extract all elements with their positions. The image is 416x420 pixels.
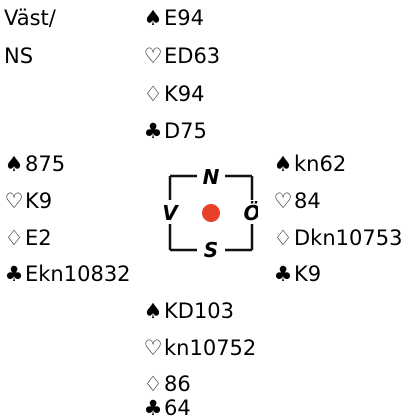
west-spades: ♠875 — [4, 152, 66, 176]
north-hearts: ♡ED63 — [143, 44, 221, 68]
north-clubs-cards: D75 — [164, 119, 207, 143]
heart-icon: ♡ — [273, 189, 293, 213]
diamond-icon: ♢ — [143, 82, 163, 106]
club-icon: ♣ — [4, 262, 24, 286]
east-spades: ♠kn62 — [273, 152, 347, 176]
east-diamonds-cards: Dkn10753 — [294, 226, 403, 250]
spade-icon: ♠ — [143, 6, 163, 30]
west-clubs-cards: Ekn10832 — [25, 262, 131, 286]
south-hearts: ♡kn10752 — [143, 336, 257, 360]
compass: N V Ö S — [164, 166, 258, 260]
west-diamonds: ♢E2 — [4, 228, 52, 249]
south-diamonds: ♢86 — [143, 374, 191, 395]
spade-icon: ♠ — [143, 299, 163, 323]
north-spades-cards: E94 — [164, 6, 204, 30]
compass-center-dot — [202, 204, 220, 222]
club-icon: ♣ — [143, 119, 163, 143]
south-spades-cards: KD103 — [164, 299, 235, 323]
east-hearts-cards: 84 — [294, 189, 321, 213]
compass-south: S — [204, 238, 218, 260]
vulnerability-label: NS — [4, 44, 34, 68]
south-spades: ♠KD103 — [143, 301, 234, 322]
east-hearts: ♡84 — [273, 191, 321, 212]
club-icon: ♣ — [143, 396, 163, 420]
east-spades-cards: kn62 — [294, 152, 347, 176]
club-icon: ♣ — [273, 262, 293, 286]
west-hearts-cards: K9 — [25, 189, 53, 213]
north-clubs: ♣D75 — [143, 121, 207, 142]
diamond-icon: ♢ — [143, 372, 163, 396]
east-diamonds: ♢Dkn10753 — [273, 226, 403, 250]
heart-icon: ♡ — [143, 44, 163, 68]
spade-icon: ♠ — [4, 152, 24, 176]
heart-icon: ♡ — [143, 336, 163, 360]
north-hearts-cards: ED63 — [164, 44, 221, 68]
west-spades-cards: 875 — [25, 152, 66, 176]
south-clubs-cards: 64 — [164, 396, 191, 420]
west-hearts: ♡K9 — [4, 189, 53, 213]
compass-frame: N V Ö S — [164, 166, 258, 260]
heart-icon: ♡ — [4, 189, 24, 213]
compass-north: N — [203, 166, 220, 189]
dealer-label: Väst/ — [4, 6, 56, 30]
south-hearts-cards: kn10752 — [164, 336, 257, 360]
diamond-icon: ♢ — [4, 226, 24, 250]
north-spades: ♠E94 — [143, 8, 204, 29]
west-clubs: ♣Ekn10832 — [4, 264, 131, 285]
east-clubs-cards: K9 — [294, 262, 322, 286]
west-diamonds-cards: E2 — [25, 226, 52, 250]
north-diamonds-cards: K94 — [164, 82, 205, 106]
compass-east: Ö — [243, 201, 258, 225]
south-clubs: ♣64 — [143, 398, 191, 419]
east-clubs: ♣K9 — [273, 262, 322, 286]
south-diamonds-cards: 86 — [164, 372, 191, 396]
compass-west: V — [164, 201, 179, 225]
north-diamonds: ♢K94 — [143, 84, 205, 105]
diamond-icon: ♢ — [273, 226, 293, 250]
spade-icon: ♠ — [273, 152, 293, 176]
